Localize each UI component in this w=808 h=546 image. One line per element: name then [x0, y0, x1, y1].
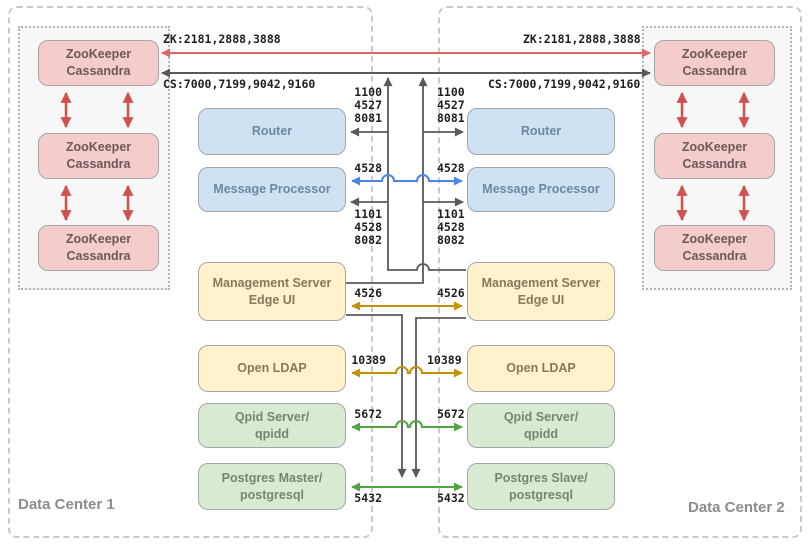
- postgres-port-label-right: 5432: [437, 491, 465, 505]
- zk-node-dc1-2: ZooKeeper Cassandra: [38, 133, 159, 179]
- postgres-slave-dc2: Postgres Slave/ postgresql: [467, 463, 615, 510]
- cs-ports-label-right: CS:7000,7199,9042,9160: [488, 77, 641, 91]
- mp-sync-port-label-left: 4528: [354, 161, 382, 175]
- data-center-2-label: Data Center 2: [688, 499, 785, 516]
- management-server-dc2: Management Server Edge UI: [467, 262, 615, 321]
- ldap-port-label-right: 10389: [427, 353, 462, 367]
- qpid-port-label-right: 5672: [437, 407, 465, 421]
- zk-ports-label-right: ZK:2181,2888,3888: [523, 32, 641, 46]
- qpid-server-dc2: Qpid Server/ qpidd: [467, 403, 615, 448]
- message-processor-dc1: Message Processor: [198, 167, 346, 212]
- data-center-2-region: [438, 6, 802, 538]
- cs-ports-label-left: CS:7000,7199,9042,9160: [163, 77, 316, 91]
- message-processor-dc2: Message Processor: [467, 167, 615, 212]
- qpid-port-label-left: 5672: [354, 407, 382, 421]
- mp-ports-label-right: 1101 4528 8082: [437, 207, 465, 247]
- router-ports-label-right: 1100 4527 8081: [437, 85, 465, 125]
- mp-sync-port-label-right: 4528: [437, 161, 465, 175]
- postgres-port-label-left: 5432: [354, 491, 382, 505]
- postgres-master-dc1: Postgres Master/ postgresql: [198, 463, 346, 510]
- data-center-1-label: Data Center 1: [18, 496, 115, 513]
- management-port-label-right: 4526: [437, 286, 465, 300]
- zk-ports-label-left: ZK:2181,2888,3888: [163, 32, 281, 46]
- open-ldap-dc1: Open LDAP: [198, 345, 346, 392]
- zk-node-dc1-3: ZooKeeper Cassandra: [38, 225, 159, 271]
- ldap-port-label-left: 10389: [351, 353, 386, 367]
- management-port-label-left: 4526: [354, 286, 382, 300]
- router-dc2: Router: [467, 108, 615, 155]
- router-ports-label-left: 1100 4527 8081: [354, 85, 382, 125]
- zk-node-dc2-1: ZooKeeper Cassandra: [654, 40, 775, 86]
- management-server-dc1: Management Server Edge UI: [198, 262, 346, 321]
- qpid-server-dc1: Qpid Server/ qpidd: [198, 403, 346, 448]
- router-dc1: Router: [198, 108, 346, 155]
- zk-node-dc2-3: ZooKeeper Cassandra: [654, 225, 775, 271]
- zk-node-dc2-2: ZooKeeper Cassandra: [654, 133, 775, 179]
- mp-ports-label-left: 1101 4528 8082: [354, 207, 382, 247]
- zk-node-dc1-1: ZooKeeper Cassandra: [38, 40, 159, 86]
- open-ldap-dc2: Open LDAP: [467, 345, 615, 392]
